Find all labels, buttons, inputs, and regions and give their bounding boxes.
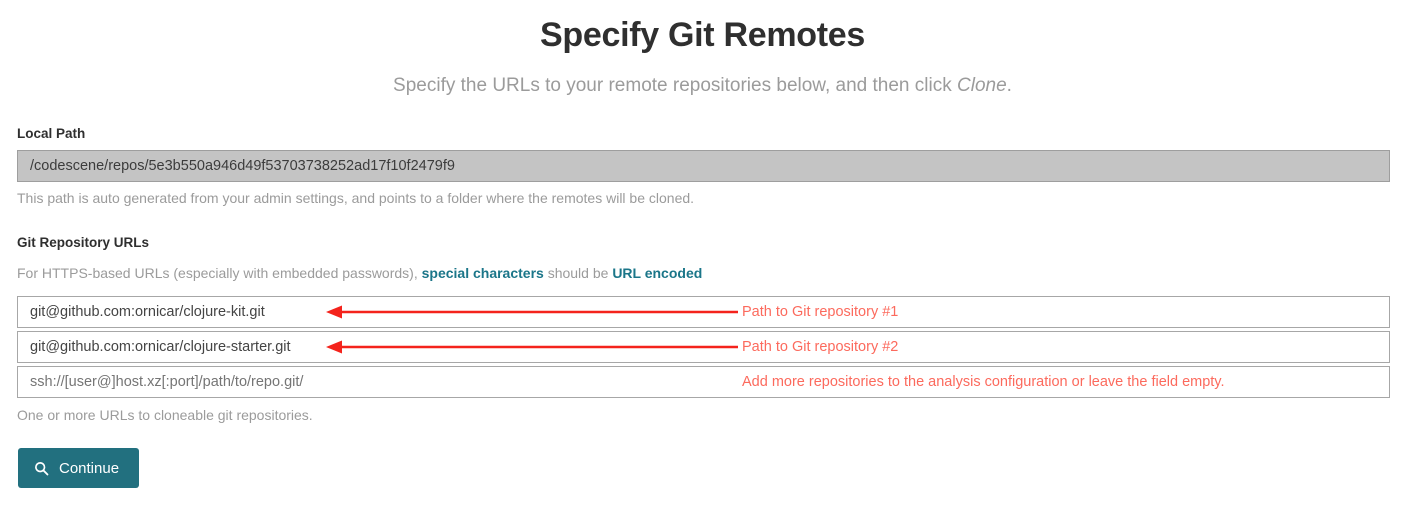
page-subtitle-suffix: . (1006, 75, 1012, 96)
page-subtitle: Specify the URLs to your remote reposito… (0, 75, 1405, 97)
local-path-help-text: This path is auto generated from your ad… (17, 190, 695, 206)
local-path-input (17, 150, 1390, 182)
page-subtitle-emphasis: Clone (957, 75, 1007, 96)
git-url-input-3[interactable] (17, 366, 1390, 398)
git-urls-label: Git Repository URLs (17, 235, 150, 250)
annotation-label-2: Path to Git repository #2 (742, 339, 899, 355)
continue-button[interactable]: Continue (18, 448, 140, 488)
annotation-arrow-1 (326, 305, 738, 319)
page-title: Specify Git Remotes (540, 16, 865, 54)
local-path-label: Local Path (17, 126, 86, 141)
continue-button-label: Continue (59, 459, 120, 477)
note-prefix: For HTTPS-based URLs (especially with em… (17, 265, 422, 281)
git-urls-help-text: One or more URLs to cloneable git reposi… (17, 407, 313, 423)
special-characters-link[interactable]: special characters (421, 265, 544, 281)
page-subtitle-prefix: Specify the URLs to your remote reposito… (393, 75, 957, 96)
annotation-arrow-2 (326, 340, 738, 354)
search-icon (35, 461, 49, 475)
annotation-label-1: Path to Git repository #1 (742, 304, 899, 320)
note-middle: should be (543, 265, 613, 281)
https-encoding-note: For HTTPS-based URLs (especially with em… (17, 265, 702, 281)
url-encoded-link[interactable]: URL encoded (612, 265, 703, 281)
annotation-label-3: Add more repositories to the analysis co… (742, 374, 1225, 390)
